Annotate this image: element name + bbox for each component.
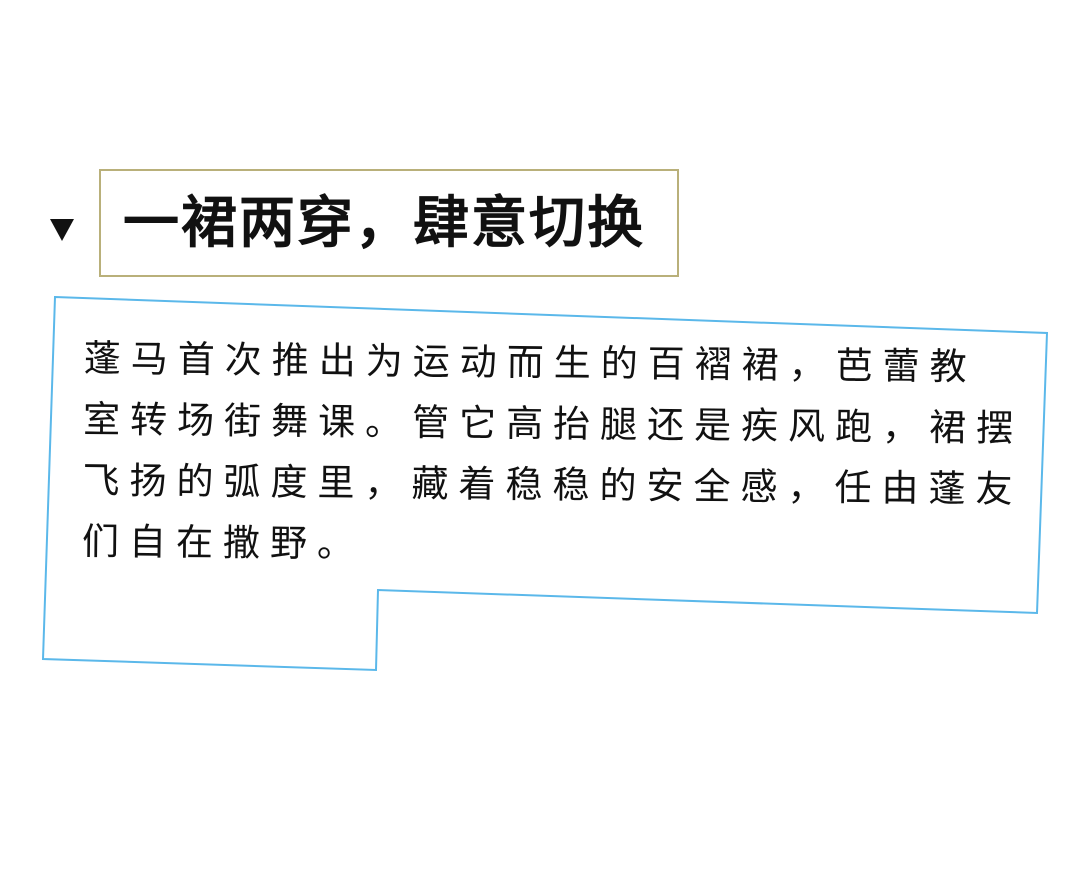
description-line: 们自在撒野。: [81, 519, 365, 566]
description-line: 飞扬的弧度里，藏着稳稳的安全感，任由蓬友: [82, 458, 1023, 512]
triangle-down-icon: [50, 219, 74, 241]
heading-title: 一裙两穿，肆意切换: [123, 191, 645, 256]
heading-box: 一裙两穿，肆意切换: [99, 169, 679, 277]
description-frame-outline: [41, 295, 1049, 672]
description-line: 室转场街舞课。管它高抬腿还是疾风跑，裙摆: [82, 397, 1024, 451]
description-text: 蓬马首次推出为运动而生的百褶裙，芭蕾教 室转场街舞课。管它高抬腿还是疾风跑，裙摆…: [82, 328, 1024, 581]
description-line: 蓬马首次推出为运动而生的百褶裙，芭蕾教: [83, 336, 977, 389]
